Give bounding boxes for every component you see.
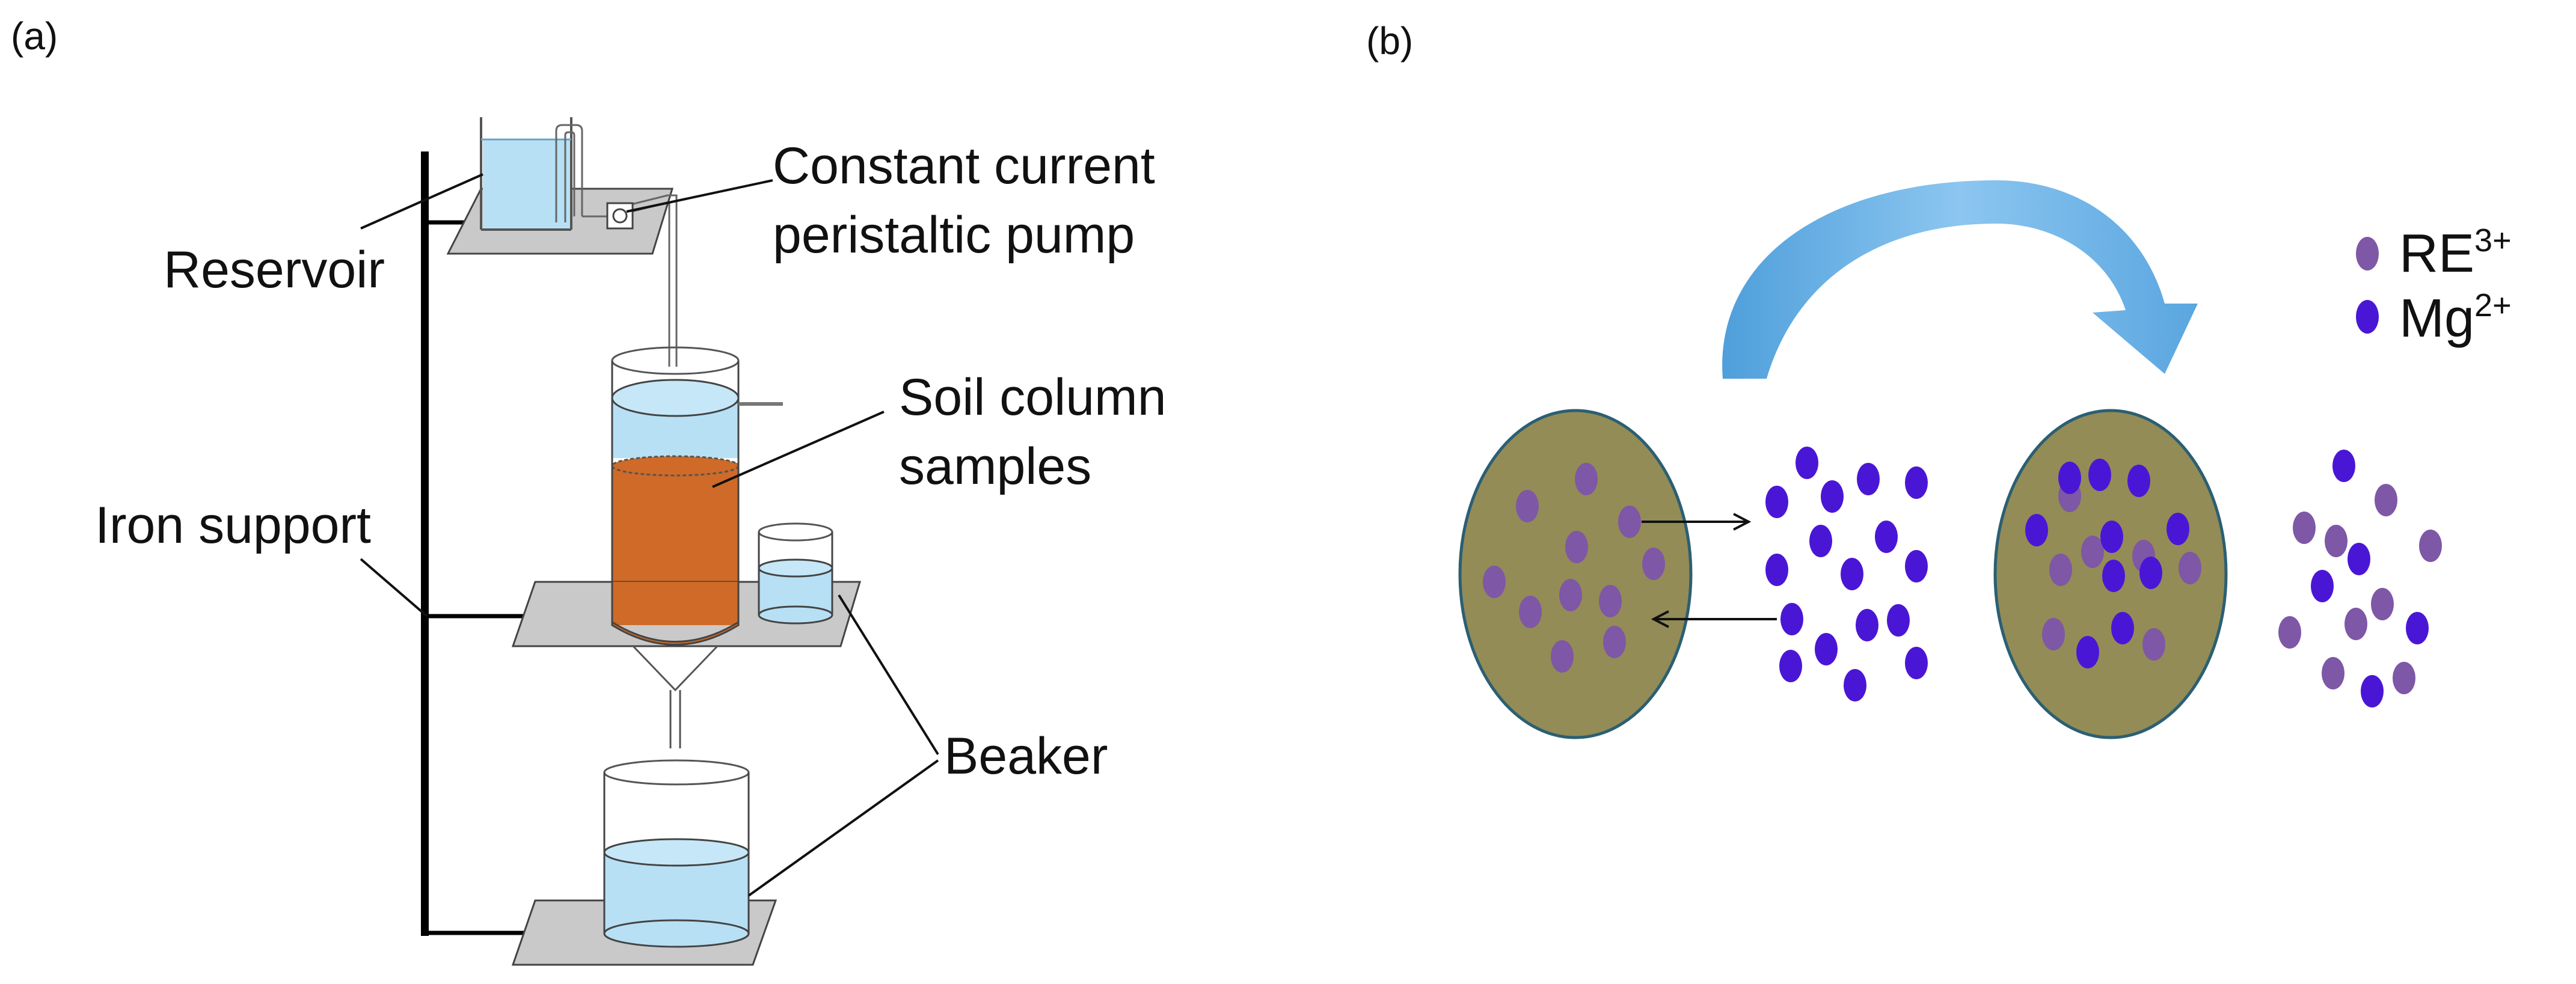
mg-ion-dot <box>2348 543 2370 575</box>
mg-ion-dots <box>1765 447 2429 707</box>
soil-label-line2: samples <box>899 438 1091 495</box>
column-water-surface <box>611 379 740 417</box>
mg-ion-dot <box>1780 603 1803 635</box>
pump <box>606 202 634 230</box>
mg-ion-dot <box>1796 447 1818 479</box>
large-beaker <box>603 759 750 948</box>
re-ion-dot <box>2293 512 2316 544</box>
mg-ion-dot <box>2058 462 2081 494</box>
legend: RE3+ Mg2+ <box>2356 222 2512 349</box>
iron-support-label: Iron support <box>95 497 371 554</box>
mg-ion-dot <box>2361 675 2384 707</box>
mg-ion-dot <box>1765 486 1788 518</box>
re-ion-dot <box>1642 548 1665 580</box>
mg-ion-dot <box>1815 633 1838 665</box>
legend-re-dot <box>2356 237 2379 270</box>
re-ion-dot <box>1516 490 1539 522</box>
re-ion-dot <box>2142 628 2165 661</box>
pump-label-line2: peristaltic pump <box>773 206 1135 264</box>
re-ion-dot <box>1519 596 1542 628</box>
re-ion-dot <box>2081 536 2104 568</box>
small-beaker <box>758 522 833 625</box>
mg-ion-dot <box>1779 650 1802 682</box>
mg-ion-dot <box>1857 463 1880 495</box>
mg-ion-dot <box>2100 521 2123 553</box>
mg-ion-dot <box>2332 450 2355 482</box>
panel-b-label: (b) <box>1366 19 1413 63</box>
re-ion-dot <box>1559 579 1582 611</box>
mg-ion-dot <box>2139 557 2162 589</box>
exchange-arrow <box>1722 180 2198 379</box>
mg-ion-dot <box>2406 612 2429 644</box>
stand-pole <box>421 151 429 936</box>
re-ion-dot <box>1565 531 1588 563</box>
mg-ion-dot <box>2311 570 2334 602</box>
pump-label-line1: Constant current <box>773 137 1155 195</box>
column-soil-top <box>611 455 740 477</box>
soil-particle-before <box>1458 409 1693 739</box>
mg-ion-dot <box>1905 550 1928 582</box>
mg-ion-dot <box>1809 525 1832 557</box>
mg-ion-dot <box>2127 465 2150 497</box>
legend-mg-dot <box>2356 300 2379 334</box>
re-ion-dot <box>2344 608 2367 640</box>
column-rim <box>611 346 740 375</box>
mg-ion-dot <box>1887 604 1910 637</box>
mg-ion-dot <box>2025 514 2048 546</box>
reservoir-label: Reservoir <box>164 241 385 299</box>
mg-ion-dot <box>1905 647 1928 679</box>
leader-lines <box>360 173 939 897</box>
beaker-label: Beaker <box>944 727 1108 785</box>
re-ion-dot <box>2325 525 2348 557</box>
re-ion-dot <box>1618 506 1641 538</box>
iron-stand <box>421 151 556 936</box>
mg-ion-dot <box>1905 466 1928 499</box>
pump-body <box>606 202 634 230</box>
mg-ion-dot <box>1844 669 1866 701</box>
re-ion-dot <box>2375 484 2397 516</box>
funnel <box>632 645 719 748</box>
re-ion-dot <box>1575 463 1598 495</box>
panel-b: (b) RE3+ Mg2+ <box>1366 19 2512 739</box>
reservoir <box>480 117 572 231</box>
re-ion-dot <box>2042 618 2065 650</box>
re-ion-dot <box>2371 588 2394 620</box>
mg-ion-dot <box>2111 612 2134 644</box>
mg-ion-dot <box>1765 554 1788 586</box>
legend-re-label: RE3+ <box>2399 222 2512 284</box>
re-ion-dot <box>1599 585 1622 617</box>
re-ion-dot <box>2419 530 2442 562</box>
re-ion-dot <box>2278 616 2301 649</box>
re-ion-dots <box>1483 463 2442 694</box>
pump-rotor-icon <box>612 208 628 224</box>
mg-ion-dot <box>1821 480 1844 513</box>
re-ion-dot <box>2049 554 2072 586</box>
re-ion-dot <box>2322 657 2344 689</box>
mg-ion-dot <box>1875 521 1898 553</box>
re-ion-dot <box>2393 662 2415 694</box>
mg-ion-dot <box>2167 513 2189 545</box>
soil-label-line1: Soil column <box>899 368 1167 426</box>
re-ion-dot <box>1551 640 1574 673</box>
soil-column-base <box>611 582 740 646</box>
mg-ion-dot <box>1841 558 1863 590</box>
re-ion-dot <box>1483 566 1506 598</box>
mg-ion-dot <box>2102 560 2125 592</box>
mg-ion-dot <box>1856 609 1878 641</box>
mg-ion-dot <box>2076 636 2099 668</box>
exchange-direction-arrows <box>1642 513 1777 628</box>
panel-a-label: (a) <box>11 14 58 58</box>
legend-mg-label: Mg2+ <box>2399 287 2512 349</box>
re-ion-dot <box>1603 626 1626 658</box>
mg-ion-dot <box>2088 459 2111 491</box>
re-ion-dot <box>2179 552 2201 584</box>
panel-a: (a) <box>11 14 1167 966</box>
